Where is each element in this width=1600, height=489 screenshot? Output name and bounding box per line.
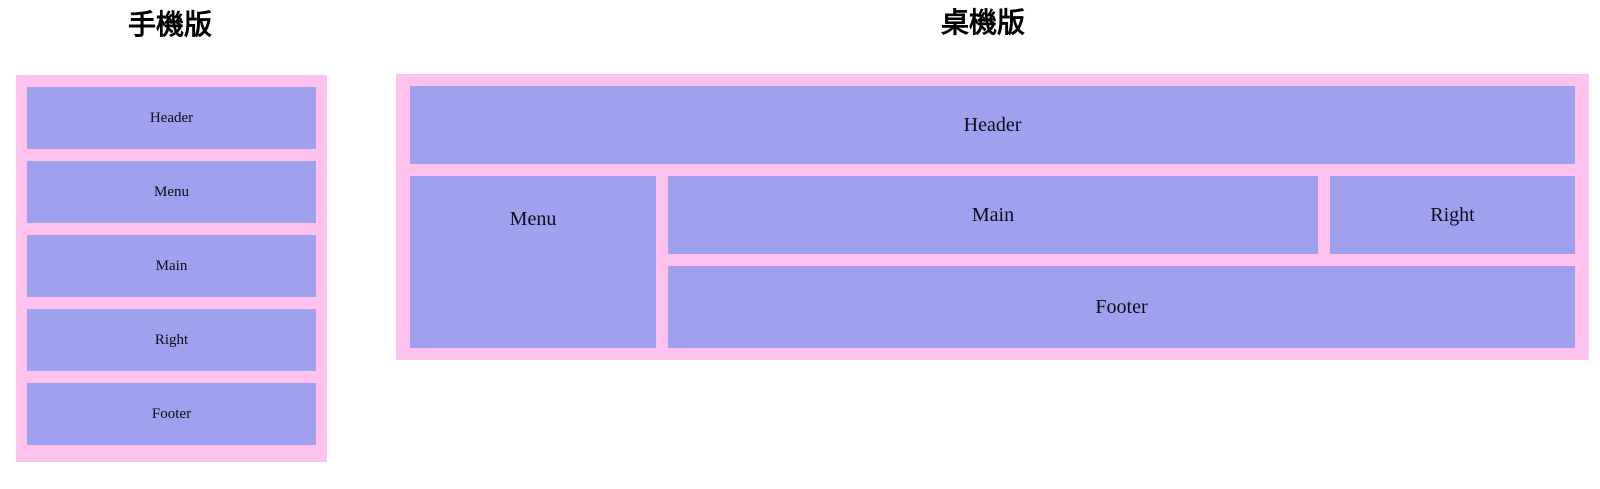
desktop-wireframe-container: Header Menu Main Right Footer bbox=[396, 74, 1589, 360]
mobile-block-footer: Footer bbox=[27, 383, 316, 445]
mobile-block-right: Right bbox=[27, 309, 316, 371]
mobile-block-main: Main bbox=[27, 235, 316, 297]
desktop-block-footer: Footer bbox=[668, 266, 1575, 348]
desktop-section-title: 桌機版 bbox=[940, 6, 1025, 39]
desktop-block-main: Main bbox=[668, 176, 1318, 254]
mobile-wireframe-container: Header Menu Main Right Footer bbox=[16, 75, 327, 462]
mobile-section-title: 手機版 bbox=[127, 8, 212, 41]
desktop-block-right: Right bbox=[1330, 176, 1575, 254]
desktop-block-header: Header bbox=[410, 86, 1575, 164]
mobile-block-menu: Menu bbox=[27, 161, 316, 223]
mobile-block-header: Header bbox=[27, 87, 316, 149]
desktop-block-menu: Menu bbox=[410, 176, 656, 348]
